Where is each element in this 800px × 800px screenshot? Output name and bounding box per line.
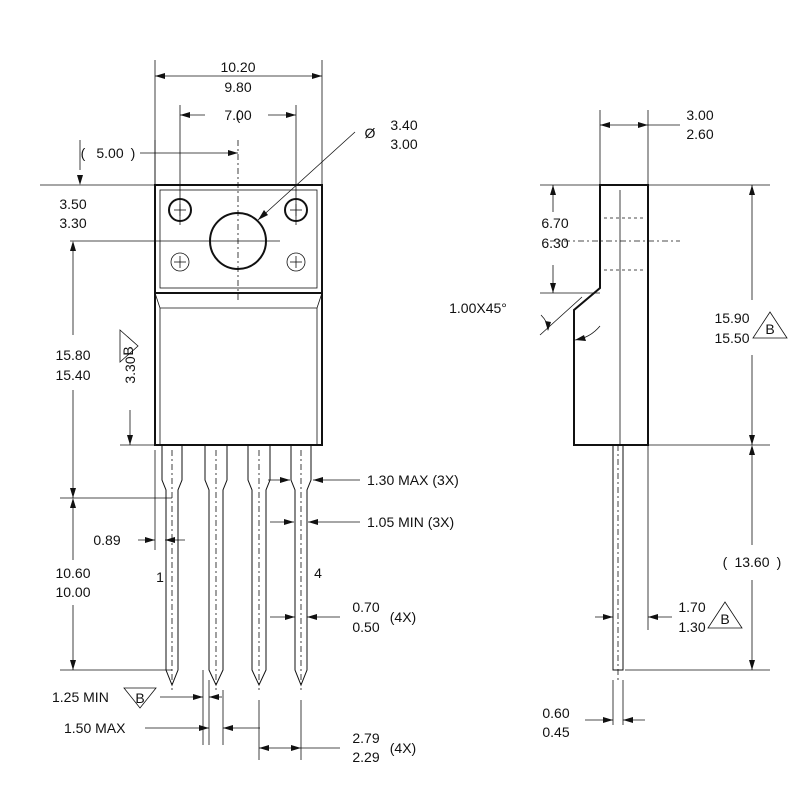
lead-len-min-label: 10.00 xyxy=(55,584,90,600)
thick-max-label: 3.00 xyxy=(686,107,713,123)
min-125-label: 1.25 MIN xyxy=(52,689,109,705)
hole-dia-max-label: 3.40 xyxy=(390,117,417,133)
svg-text:B: B xyxy=(720,611,729,627)
side-lead-thk-max-label: 0.60 xyxy=(542,705,569,721)
body-len-min-label: 15.40 xyxy=(55,367,90,383)
pin-1-label: 1 xyxy=(156,569,164,585)
svg-text:(: ( xyxy=(236,107,241,123)
lead-thk-count-label: (4X) xyxy=(390,609,416,625)
pitch-min-label: 2.29 xyxy=(352,749,379,765)
side-view: 3.00 2.60 6.70 6.30 1.00X45° 15.90 15.50… xyxy=(449,107,788,740)
lead-4 xyxy=(290,445,312,690)
lead-ref-label: 13.60 xyxy=(734,554,769,570)
lead-len-max-label: 10.60 xyxy=(55,565,90,581)
half-width-label: 5.00 xyxy=(96,145,123,161)
hole-dia-min-label: 3.00 xyxy=(390,136,417,152)
side-datum-b-label: B xyxy=(765,321,774,337)
lead-thk-min-label: 0.50 xyxy=(352,619,379,635)
lead-thk-max-label: 0.70 xyxy=(352,599,379,615)
width-min-label: 9.80 xyxy=(224,79,251,95)
max-150-label: 1.50 MAX xyxy=(64,720,126,736)
standoff-min-label: 1.30 xyxy=(678,619,705,635)
hole-spacing-label: 7.00 xyxy=(224,107,251,123)
pitch-max-label: 2.79 xyxy=(352,730,379,746)
svg-text:(: ( xyxy=(723,554,728,570)
side-body-min-label: 15.50 xyxy=(714,330,749,346)
package-body xyxy=(154,292,323,446)
lead-1 xyxy=(161,445,183,690)
side-lead-thk-min-label: 0.45 xyxy=(542,724,569,740)
svg-text:(: ( xyxy=(81,145,86,161)
ref-dim-label: 3.30 xyxy=(122,356,138,383)
lead-width-a-label: 1.30 MAX (3X) xyxy=(367,472,459,488)
lead-3 xyxy=(247,445,271,690)
datum-b-triangle xyxy=(119,329,139,363)
hole-pos-min-label: 3.30 xyxy=(59,215,86,231)
tab-min-label: 6.30 xyxy=(541,235,568,251)
svg-text:): ) xyxy=(131,145,136,161)
lead-offset-label: 0.89 xyxy=(93,532,120,548)
tab-max-label: 6.70 xyxy=(541,215,568,231)
chamfer-label: 1.00X45° xyxy=(449,300,507,316)
standoff-max-label: 1.70 xyxy=(678,599,705,615)
lead-width-b-label: 1.05 MIN (3X) xyxy=(367,514,454,530)
hole-pos-max-label: 3.50 xyxy=(59,196,86,212)
pin-4-label: 4 xyxy=(314,565,322,581)
pitch-count-label: (4X) xyxy=(390,740,416,756)
lead-2 xyxy=(204,445,228,690)
side-body-outline xyxy=(573,184,649,446)
body-len-max-label: 15.80 xyxy=(55,347,90,363)
svg-text:B: B xyxy=(135,690,144,706)
diameter-symbol: Ø xyxy=(365,125,376,141)
width-max-label: 10.20 xyxy=(220,59,255,75)
thick-min-label: 2.60 xyxy=(686,126,713,142)
side-body-max-label: 15.90 xyxy=(714,310,749,326)
datum-b-label: B xyxy=(120,346,136,355)
svg-text:): ) xyxy=(777,554,782,570)
front-view: 10.20 9.80 ( 7.00 5.00 ( ) Ø 3.40 3.00 3… xyxy=(40,59,459,765)
